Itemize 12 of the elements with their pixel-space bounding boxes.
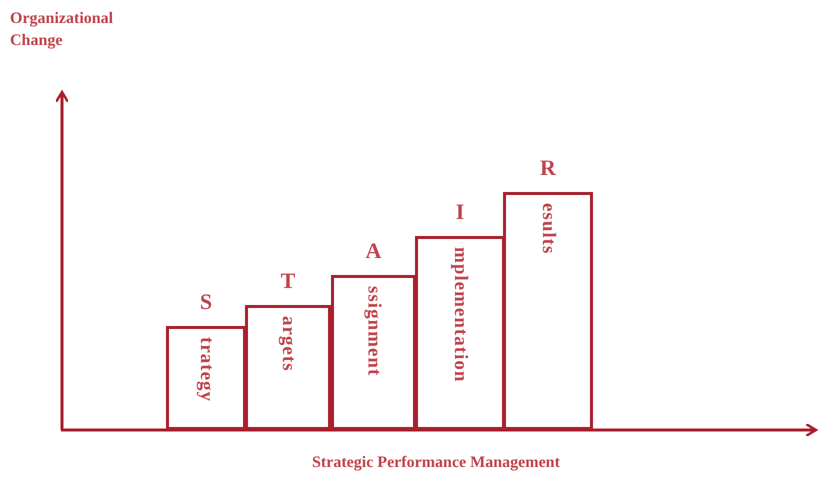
step-label: ssignment: [362, 286, 384, 376]
step-label: trategy: [195, 337, 217, 402]
x-axis-title: Strategic Performance Management: [312, 453, 561, 473]
step-label: esults: [537, 203, 559, 254]
step-letter: R: [539, 156, 558, 180]
step-label: mplementation: [449, 247, 471, 382]
y-axis-title: Organizational Change: [10, 9, 114, 51]
step-letter: S: [198, 290, 214, 314]
step-letter: T: [280, 269, 296, 293]
step-letter: A: [364, 239, 382, 263]
step-letter: I: [454, 200, 466, 224]
step-label: argets: [277, 316, 299, 372]
